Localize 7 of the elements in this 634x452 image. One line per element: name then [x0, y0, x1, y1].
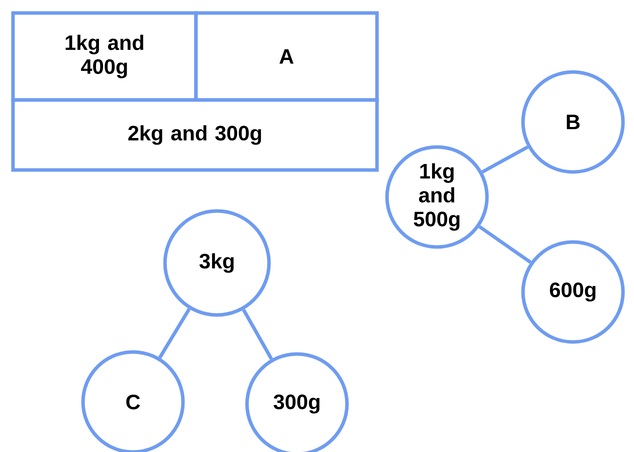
bar-model-cell: 2kg and 300g: [11, 98, 379, 172]
bar-model-cell: 1kg and 400g: [11, 11, 198, 102]
connector-line: [242, 308, 273, 360]
connector-line: [481, 145, 529, 174]
connector-line: [478, 225, 532, 264]
bar-model-cell: A: [194, 11, 379, 102]
connector-line: [158, 308, 191, 359]
